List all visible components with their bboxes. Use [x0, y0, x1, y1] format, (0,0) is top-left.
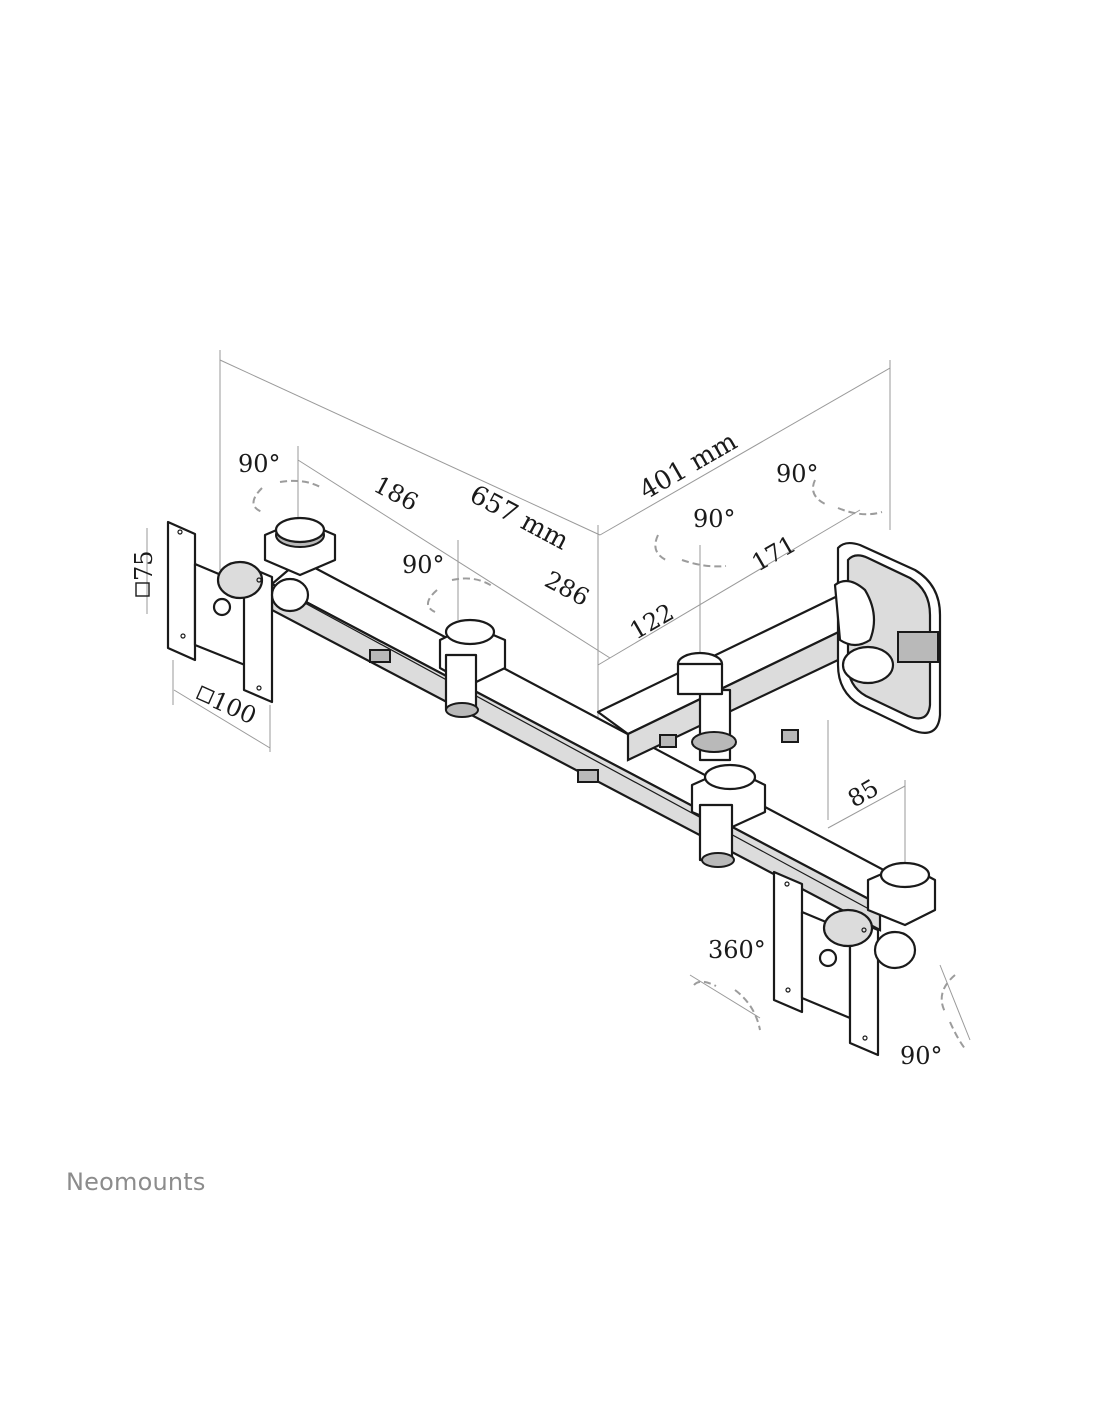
rotation-arm: 90° — [693, 505, 736, 533]
brand-logo: Neomounts — [66, 1168, 206, 1196]
rotate-arrow-icon — [940, 974, 956, 1013]
rotation-bottom-swivel: 360° — [708, 936, 766, 964]
vesa-head-right — [772, 870, 917, 1057]
rotate-arrow-icon — [837, 507, 883, 516]
joint-middle — [438, 618, 507, 718]
rotation-wall: 90° — [776, 460, 819, 488]
rotation-top-left: 90° — [238, 450, 281, 478]
dim-arm-1: 122 — [625, 598, 679, 645]
wall-plate — [833, 541, 942, 734]
rotate-arrow-icon — [812, 479, 826, 505]
vesa-75-label: 75 — [130, 550, 158, 597]
rotate-arrow-icon — [279, 479, 323, 489]
dim-arm-2: 171 — [747, 530, 801, 577]
square-icon — [195, 685, 215, 705]
rotate-arrow-icon — [693, 980, 717, 987]
beam-clamps — [369, 649, 799, 783]
square-icon — [135, 582, 150, 597]
vesa-head-left — [166, 520, 310, 704]
wall-arm — [596, 588, 882, 762]
rotate-arrow-icon — [654, 534, 667, 561]
joint-end — [866, 861, 937, 927]
rotation-arrows — [252, 479, 967, 1051]
dim-vesa-75: 75 — [130, 550, 158, 581]
dim-overall-depth: 401 mm — [635, 426, 743, 506]
rotate-arrow-icon — [734, 989, 761, 1031]
dim-segment-middle: 286 — [540, 566, 594, 612]
joint-lower-right — [690, 763, 767, 868]
rotation-bottom-tilt: 90° — [900, 1042, 943, 1070]
rotation-labels: 90° 90° 90° 90° 360° 90° — [238, 450, 943, 1070]
dim-overall-length: 657 mm — [465, 480, 574, 557]
rotate-arrow-icon — [451, 577, 493, 587]
rotate-arrow-icon — [681, 559, 727, 568]
dim-drop-height: 85 — [843, 774, 883, 814]
rotate-arrow-icon — [252, 487, 263, 513]
rotation-middle: 90° — [402, 551, 445, 579]
rotate-arrow-icon — [949, 1021, 967, 1051]
joint-top-left — [263, 516, 337, 577]
rotate-arrow-icon — [427, 589, 438, 613]
dimension-lines — [146, 350, 971, 1041]
joint-arm — [676, 651, 724, 696]
